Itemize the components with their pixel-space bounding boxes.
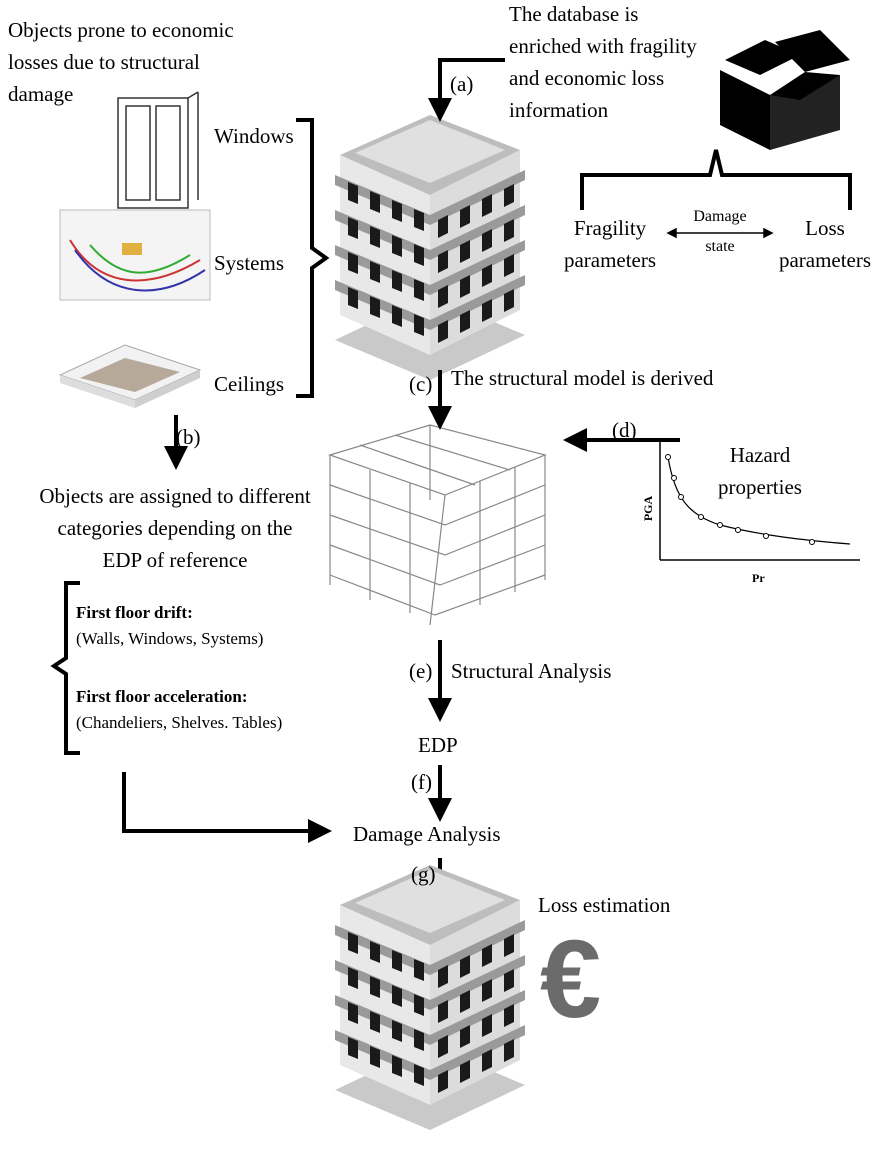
accel-items: (Chandeliers, Shelves. Tables): [76, 713, 283, 732]
structural-model-label: The structural model is derived: [451, 366, 714, 390]
window-object-icon: [117, 91, 199, 209]
database-line4: information: [509, 98, 609, 122]
damage-state-line1: Damage: [693, 208, 747, 225]
fragility-line2: parameters: [563, 248, 657, 272]
ceiling-object-icon: [58, 344, 202, 408]
database-line3: and economic loss: [509, 66, 665, 90]
parameters-bracket: [580, 149, 852, 210]
hazard-line2: properties: [718, 475, 802, 499]
fragility-line1: Fragility: [573, 216, 647, 240]
step-d-label: (d): [612, 418, 637, 442]
damage-state-line2: state: [705, 238, 735, 255]
hazard-ylabel: PGA: [641, 495, 656, 522]
drift-title: First floor drift:: [76, 603, 193, 622]
hazard-curve: [659, 440, 860, 561]
step-c-label: (c): [409, 372, 433, 396]
objects-bracket: [296, 118, 330, 398]
database-line2: enriched with fragility: [509, 34, 697, 58]
damage-analysis-label: Damage Analysis: [353, 822, 501, 846]
hazard-line1: Hazard: [729, 443, 791, 467]
step-e-label: (e): [409, 659, 433, 683]
building-icon-top: [335, 115, 525, 380]
step-g-label: (g): [411, 862, 436, 886]
loss-estimation-label: Loss estimation: [538, 893, 671, 917]
structural-analysis-label: Structural Analysis: [451, 659, 612, 683]
step-f-label: (f): [411, 770, 432, 794]
euro-symbol: €: [540, 918, 602, 1041]
step-b-label: (b): [176, 425, 201, 449]
categories-text-line1: Objects are assigned to different: [39, 484, 311, 508]
loss-params-line2: parameters: [778, 248, 872, 272]
building-icon-bottom: [335, 865, 525, 1130]
drift-items: (Walls, Windows, Systems): [76, 629, 264, 648]
objects-windows-label: Windows: [214, 124, 294, 148]
step-a-label: (a): [450, 72, 474, 96]
loss-params-line1: Loss: [805, 216, 845, 240]
systems-object-icon: [59, 209, 211, 301]
arrow-categories: [122, 772, 332, 843]
objects-ceilings-label: Ceilings: [214, 372, 285, 396]
database-line1: The database is: [509, 2, 639, 26]
categories-text-line3: EDP of reference: [102, 548, 248, 572]
arrow-a: [428, 58, 505, 122]
categories-text-line2: categories depending on the: [57, 516, 293, 540]
box-icon: [720, 30, 850, 150]
categories-bracket: [50, 581, 80, 755]
frame-model-icon: [328, 424, 547, 626]
hazard-xlabel: Pr: [752, 571, 765, 585]
accel-title: First floor acceleration:: [76, 687, 248, 706]
objects-systems-label: Systems: [214, 251, 285, 275]
intro-line3: damage: [8, 82, 74, 106]
intro-line1: Objects prone to economic: [8, 18, 234, 42]
intro-line2: losses due to structural: [8, 50, 200, 74]
edp-label: EDP: [418, 733, 458, 757]
